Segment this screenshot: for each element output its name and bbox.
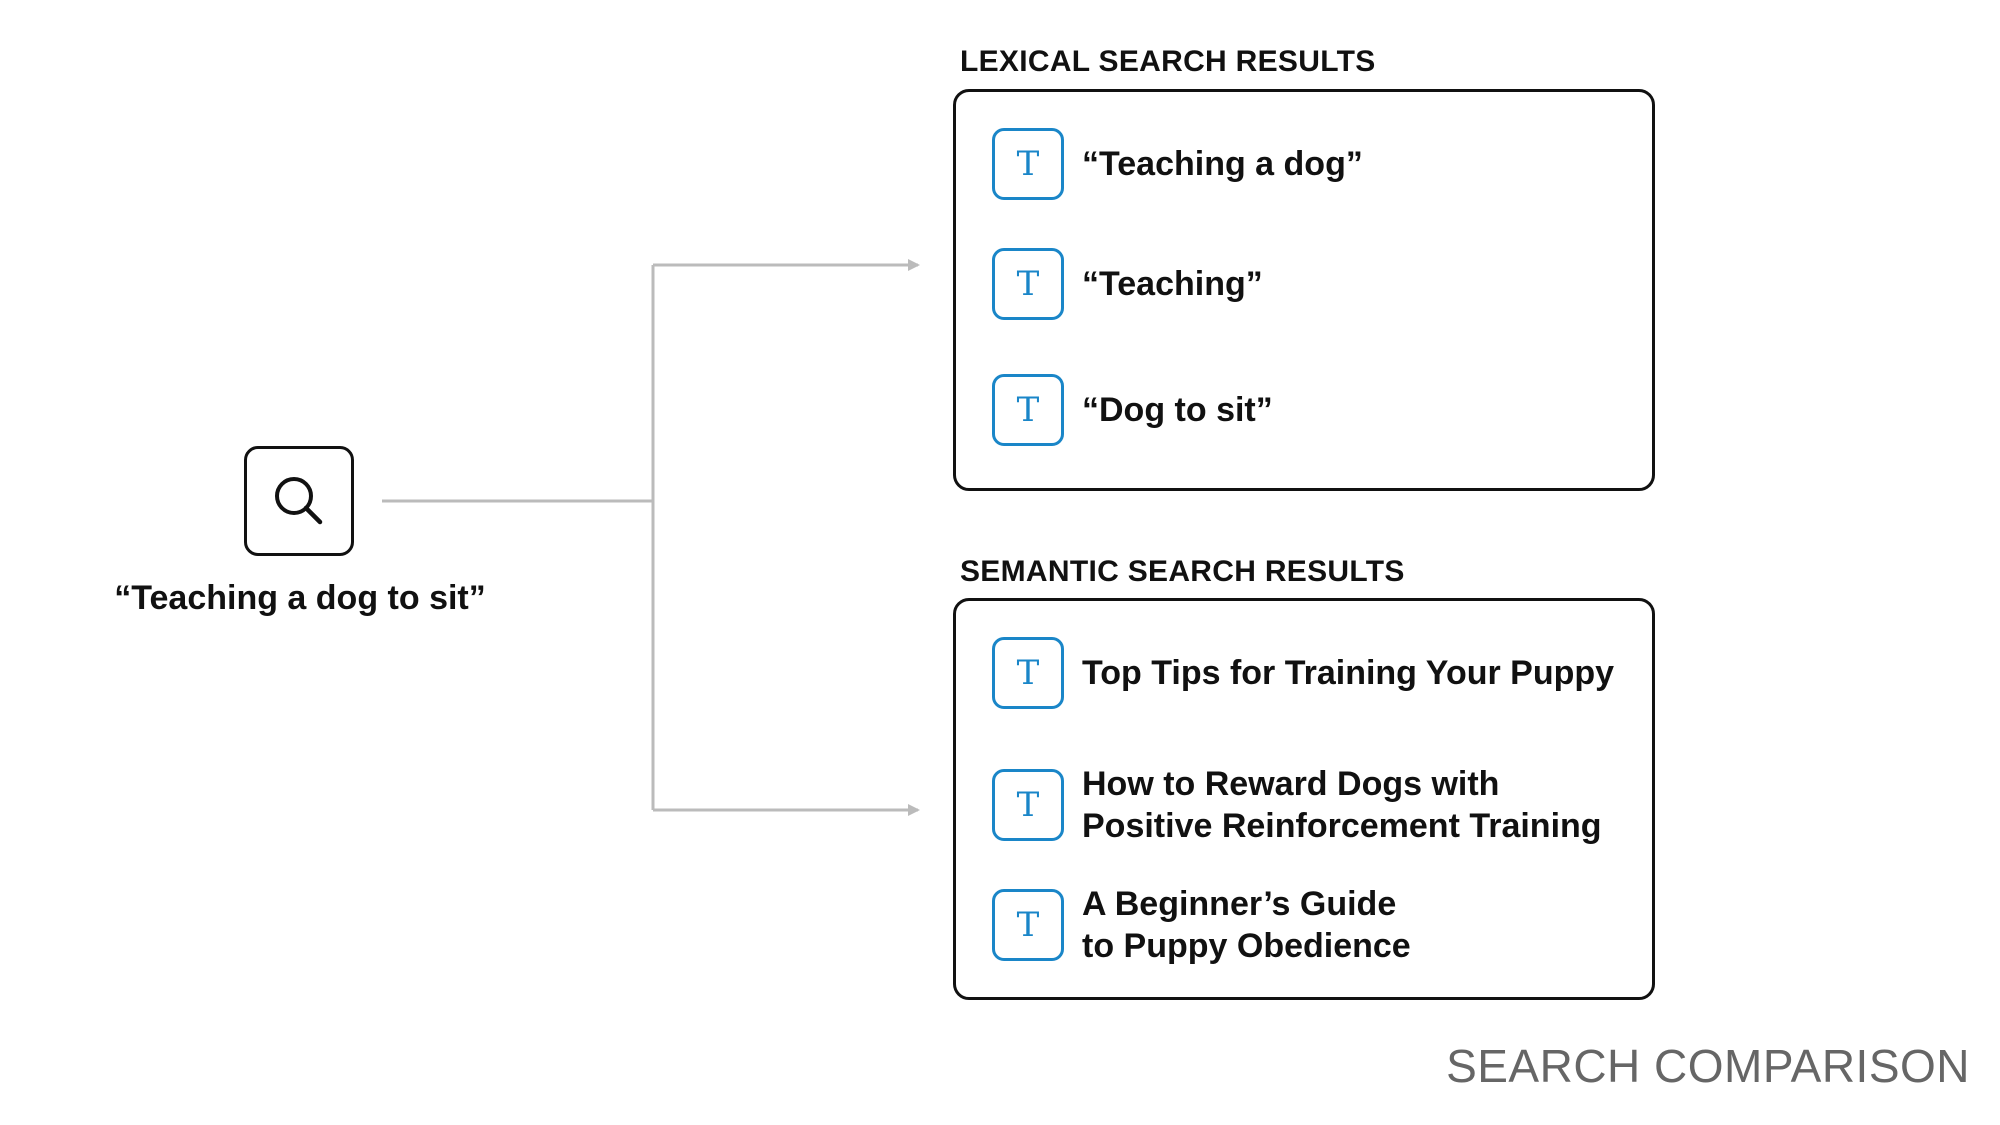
lexical-result-label: “Teaching” xyxy=(1082,265,1263,303)
semantic-results-title: SEMANTIC SEARCH RESULTS xyxy=(960,555,1405,588)
semantic-result-label: Top Tips for Training Your Puppy xyxy=(1082,654,1615,692)
search-icon xyxy=(275,477,323,525)
semantic-result-label: A Beginner’s Guide to Puppy Obedience xyxy=(1082,885,1411,965)
text-document-icon: T xyxy=(992,374,1064,446)
semantic-results-panel: T Top Tips for Training Your Puppy T How… xyxy=(953,598,1655,1000)
lexical-result-item: T “Dog to sit” xyxy=(992,374,1273,446)
semantic-result-item: T Top Tips for Training Your Puppy xyxy=(992,637,1614,709)
semantic-result-label: How to Reward Dogs with Positive Reinfor… xyxy=(1082,765,1602,845)
text-document-icon: T xyxy=(992,637,1064,709)
text-document-icon: T xyxy=(992,889,1064,961)
lexical-results-title: LEXICAL SEARCH RESULTS xyxy=(960,45,1376,78)
lexical-result-label: “Dog to sit” xyxy=(1082,391,1273,429)
query-search-box xyxy=(244,446,354,556)
query-text: “Teaching a dog to sit” xyxy=(114,579,486,617)
text-document-icon: T xyxy=(992,128,1064,200)
lexical-result-item: T “Teaching a dog” xyxy=(992,128,1363,200)
semantic-result-item: T A Beginner’s Guide to Puppy Obedience xyxy=(992,883,1411,967)
lexical-results-panel: T “Teaching a dog” T “Teaching” T “Dog t… xyxy=(953,89,1655,491)
lexical-result-label: “Teaching a dog” xyxy=(1082,145,1363,183)
text-document-icon: T xyxy=(992,769,1064,841)
text-document-icon: T xyxy=(992,248,1064,320)
footer-title: SEARCH COMPARISON xyxy=(1446,1040,1970,1092)
lexical-result-item: T “Teaching” xyxy=(992,248,1263,320)
semantic-result-item: T How to Reward Dogs with Positive Reinf… xyxy=(992,763,1602,847)
